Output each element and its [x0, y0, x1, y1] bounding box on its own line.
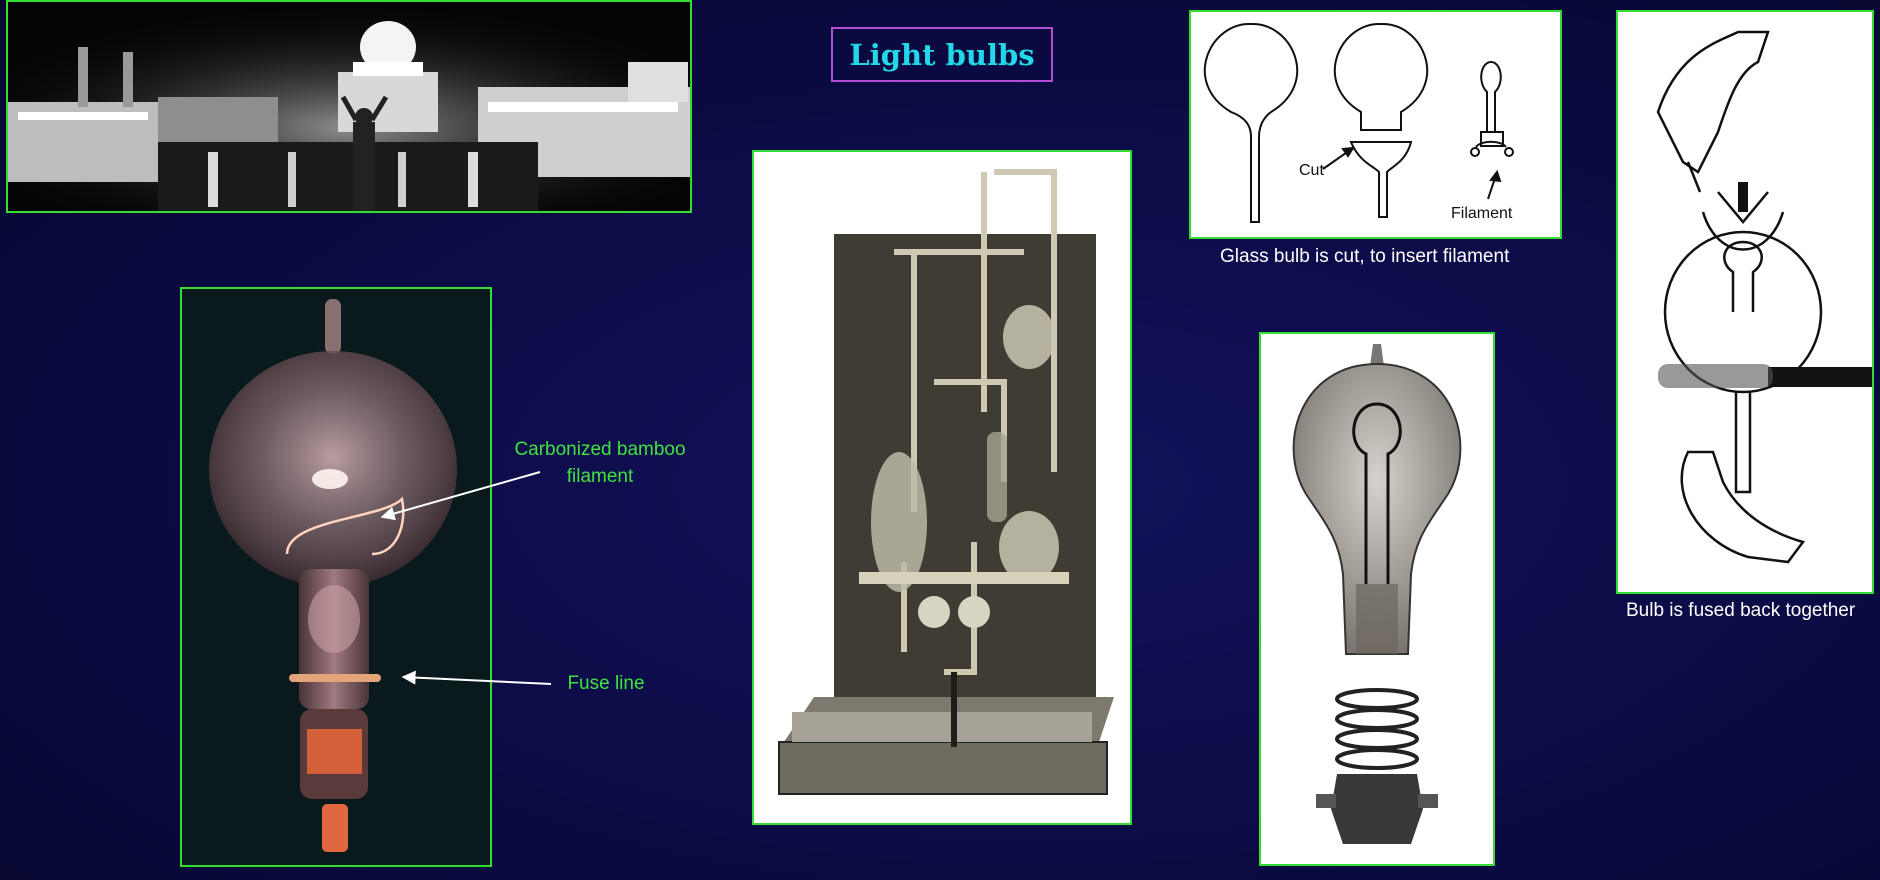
- page-title: Light bulbs: [831, 27, 1053, 82]
- edison-lamp-icon: [1292, 344, 1462, 844]
- filament-diagram-label: Filament: [1451, 205, 1513, 222]
- night-cityscape-icon: [8, 2, 690, 211]
- cut-caption: Glass bulb is cut, to insert filament: [1220, 246, 1510, 267]
- fusing-hands-illustration: [1616, 10, 1874, 594]
- vacuum-apparatus-engraving: [752, 150, 1132, 825]
- edison-bulb-photo: [180, 287, 492, 867]
- night-exposition-photo: [6, 0, 692, 213]
- glass-bulb-diagram: Cut Filament: [1189, 10, 1562, 239]
- page-title-text: Light bulbs: [849, 37, 1035, 72]
- glassblowing-hands-icon: [1656, 30, 1872, 564]
- cut-bulb-diagram-icon: [1203, 22, 1514, 223]
- filament-label: Carbonized bamboo filament: [514, 439, 686, 487]
- vacuum-pump-icon: [778, 169, 1114, 795]
- fused-caption: Bulb is fused back together: [1626, 600, 1856, 621]
- carbon-filament-bulb-icon: [209, 299, 457, 852]
- cut-label: Cut: [1299, 162, 1324, 179]
- edison-lamp-engraving: [1259, 332, 1495, 866]
- fuse-line-label: Fuse line: [567, 673, 645, 694]
